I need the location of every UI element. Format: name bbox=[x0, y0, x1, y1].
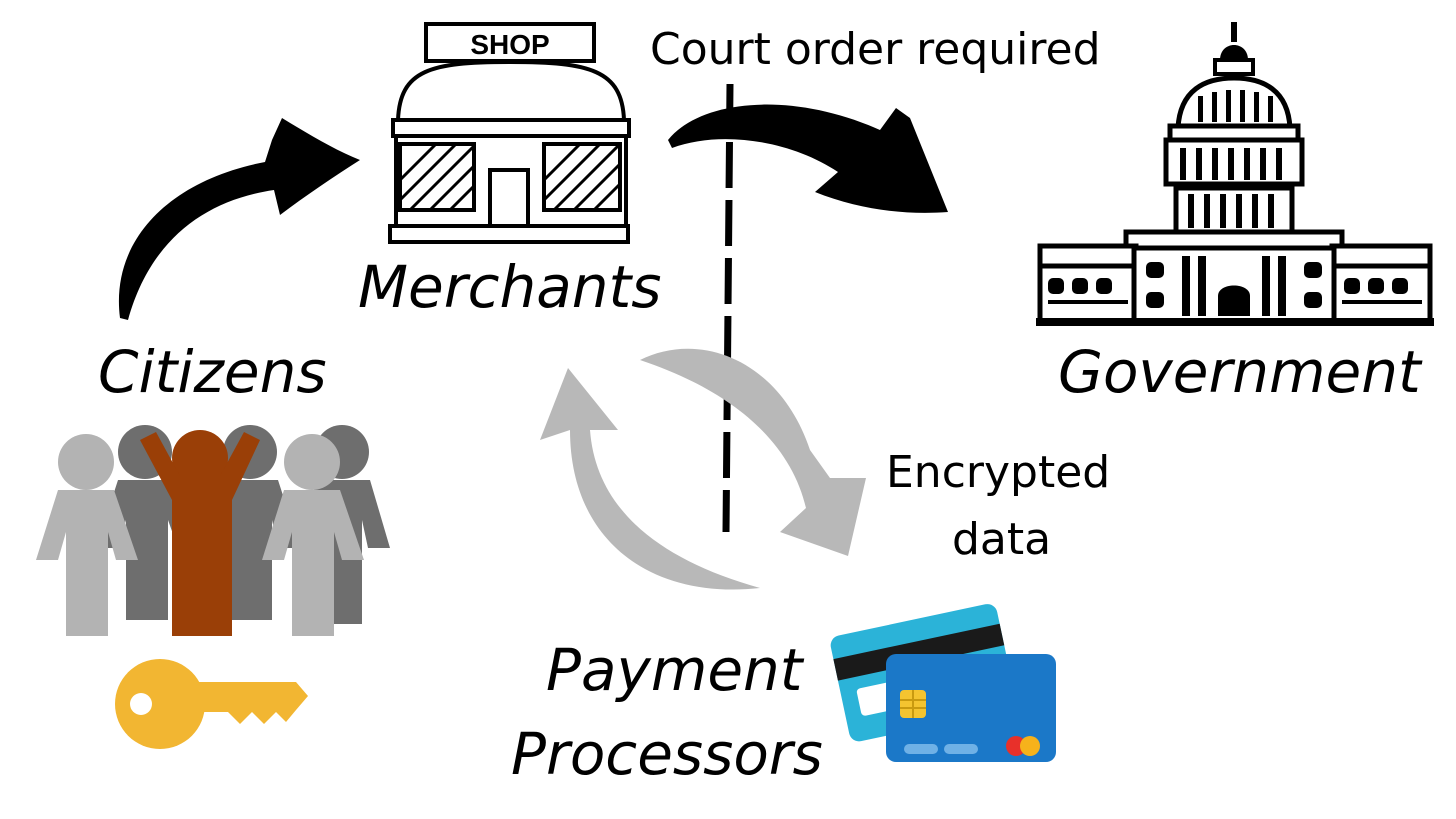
arrow-citizens-to-merchants bbox=[118, 118, 360, 320]
merchants-label: Merchants bbox=[358, 253, 662, 321]
shop-icon bbox=[388, 22, 631, 244]
cycle-arrows-icon bbox=[540, 348, 866, 590]
divider-dashed-line bbox=[722, 83, 734, 533]
government-label: Government bbox=[1058, 338, 1421, 406]
citizens-group-icon bbox=[36, 425, 390, 636]
data-label: data bbox=[952, 514, 1052, 565]
arrow-merchants-to-government bbox=[668, 104, 948, 213]
encrypted-label: Encrypted bbox=[886, 447, 1111, 498]
payment-label: Payment bbox=[546, 636, 803, 704]
processors-label: Processors bbox=[511, 720, 823, 788]
shop-sign-text: SHOP bbox=[470, 29, 549, 60]
credit-cards-icon bbox=[830, 604, 1056, 762]
citizens-label: Citizens bbox=[98, 338, 327, 406]
court-order-label: Court order required bbox=[650, 24, 1101, 75]
key-icon bbox=[115, 659, 308, 749]
capitol-icon bbox=[1036, 22, 1434, 326]
